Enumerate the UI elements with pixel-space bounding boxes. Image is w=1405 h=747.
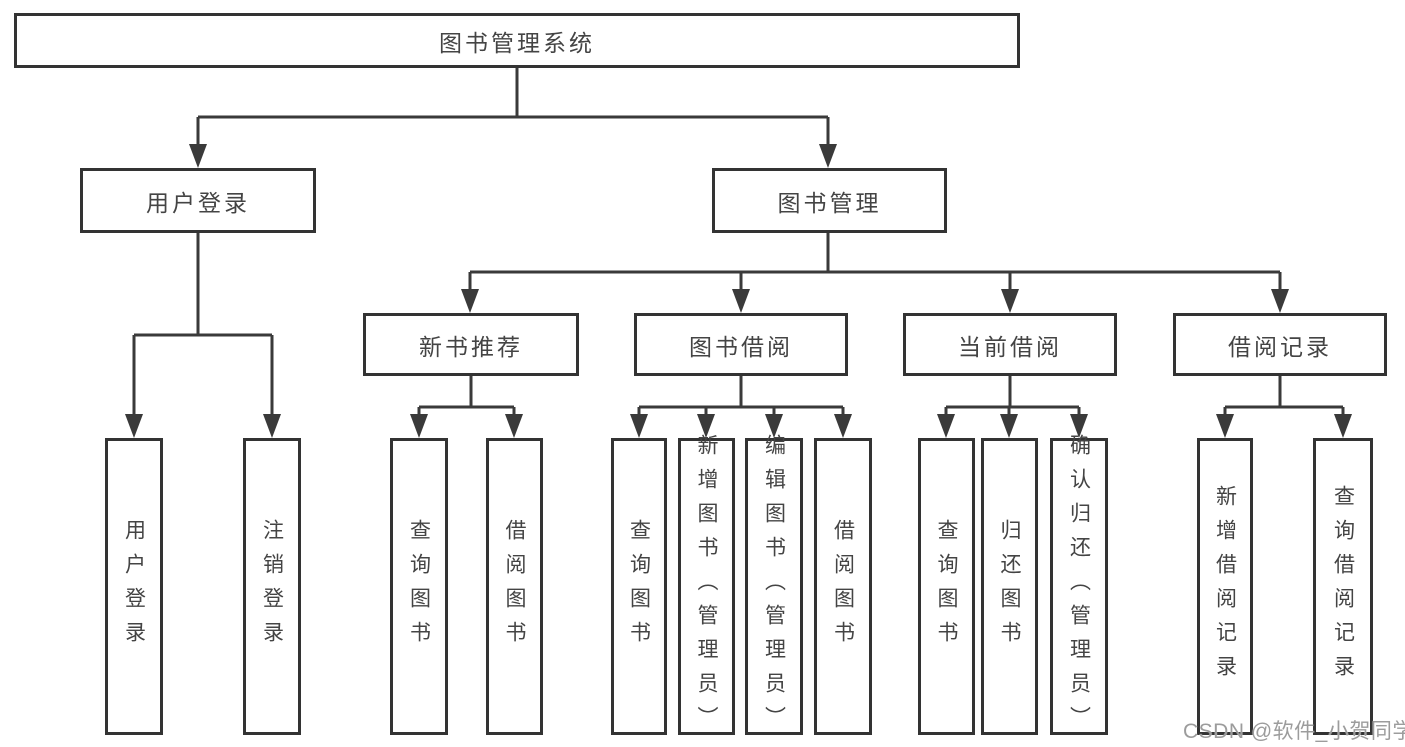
node-label: 借阅图书 — [831, 518, 855, 655]
connector-book-borrowing — [630, 376, 852, 438]
node-label: 查询图书 — [935, 518, 958, 655]
leaf-edit-book-admin: 编辑图书（管理员） — [745, 434, 803, 740]
node-label: 查询借阅记录 — [1331, 484, 1355, 689]
leaf-query-books-borrowing: 查询图书 — [611, 438, 667, 735]
node-user-login-group: 用户登录 — [80, 168, 316, 233]
arrowhead-icon — [937, 414, 955, 438]
node-label: 用户登录 — [146, 189, 250, 216]
arrowhead-icon — [1271, 289, 1289, 313]
node-label: 注销登录 — [260, 518, 284, 655]
node-label: 新增借阅记录 — [1213, 484, 1237, 689]
leaf-add-book-admin: 新增图书（管理员） — [678, 434, 735, 740]
arrowhead-icon — [189, 144, 207, 168]
leaf-logout: 注销登录 — [243, 438, 301, 735]
arrowhead-icon — [834, 414, 852, 438]
arrowhead-icon — [1216, 414, 1234, 438]
arrowhead-icon — [630, 414, 648, 438]
node-label: 借阅记录 — [1228, 333, 1332, 360]
arrowhead-icon — [1001, 289, 1019, 313]
leaf-return-book: 归还图书 — [981, 438, 1038, 735]
node-label: 图书管理 — [777, 189, 882, 216]
arrowhead-icon — [765, 414, 783, 438]
arrowhead-icon — [410, 414, 428, 438]
arrowhead-icon — [263, 414, 281, 438]
arrowhead-icon — [819, 144, 837, 168]
node-label: 图书管理系统 — [439, 29, 595, 56]
node-label: 图书借阅 — [689, 333, 793, 360]
leaf-query-books-recommend: 查询图书 — [390, 438, 448, 735]
node-new-book-recommend: 新书推荐 — [363, 313, 579, 376]
connector-new-book-recommend — [410, 376, 523, 438]
leaf-borrow-books-recommend: 借阅图书 — [486, 438, 543, 735]
connector-borrowing-records — [1216, 376, 1352, 438]
connector-book-management — [461, 233, 1289, 313]
node-library-system: 图书管理系统 — [14, 13, 1020, 68]
node-label: 新书推荐 — [419, 333, 523, 360]
connector-root — [189, 68, 837, 168]
leaf-user-login: 用户登录 — [105, 438, 163, 735]
node-book-borrowing: 图书借阅 — [634, 313, 848, 376]
leaf-confirm-return-admin: 确认归还（管理员） — [1050, 434, 1108, 740]
node-label: 查询图书 — [407, 518, 431, 655]
node-borrowing-records: 借阅记录 — [1173, 313, 1387, 376]
node-label: 确认归还（管理员） — [1067, 433, 1091, 740]
arrowhead-icon — [1000, 414, 1018, 438]
leaf-query-books-current: 查询图书 — [918, 438, 975, 735]
arrowhead-icon — [125, 414, 143, 438]
leaf-add-borrow-record: 新增借阅记录 — [1197, 438, 1253, 735]
arrowhead-icon — [1070, 414, 1088, 438]
leaf-borrow-books-borrowing: 借阅图书 — [814, 438, 872, 735]
node-label: 编辑图书（管理员） — [762, 433, 786, 740]
arrowhead-icon — [1334, 414, 1352, 438]
node-current-borrowing: 当前借阅 — [903, 313, 1117, 376]
node-label: 用户登录 — [122, 518, 146, 655]
node-label: 当前借阅 — [958, 333, 1062, 360]
node-book-management: 图书管理 — [712, 168, 947, 233]
leaf-query-borrow-record: 查询借阅记录 — [1313, 438, 1373, 735]
arrowhead-icon — [505, 414, 523, 438]
connector-user-login — [125, 233, 281, 438]
arrowhead-icon — [732, 289, 750, 313]
arrowhead-icon — [697, 414, 715, 438]
connector-current-borrowing — [937, 376, 1088, 438]
arrowhead-icon — [461, 289, 479, 313]
node-label: 新增图书（管理员） — [695, 433, 718, 740]
node-label: 归还图书 — [998, 518, 1021, 655]
node-label: 查询图书 — [627, 518, 651, 655]
watermark-csdn: CSDN @软件_小贺同学 — [1183, 720, 1405, 743]
node-label: 借阅图书 — [503, 518, 526, 655]
